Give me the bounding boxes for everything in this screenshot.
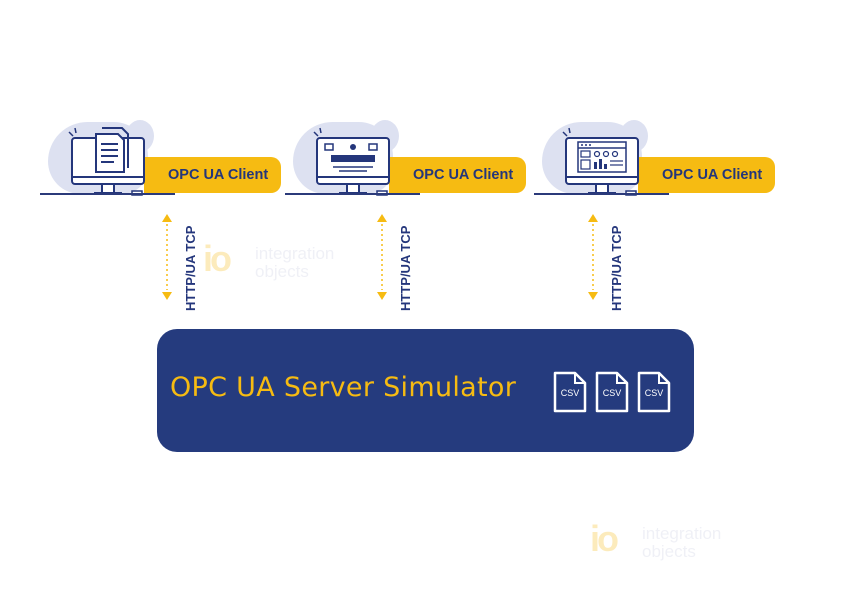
csv-file-icon: CSV bbox=[637, 371, 671, 413]
client-label: OPC UA Client bbox=[413, 167, 514, 183]
watermark-line2: objects bbox=[255, 262, 309, 281]
client-baseline bbox=[534, 193, 669, 195]
opc-ua-client-1: OPC UA Client bbox=[40, 120, 281, 200]
connection-link-2: HTTP/UA TCP bbox=[374, 212, 414, 322]
watermark-center: io integration objects bbox=[203, 238, 383, 288]
opc-ua-server-simulator: OPC UA Server Simulator CSV CSV CSV bbox=[157, 329, 694, 452]
watermark-logo-mark: io bbox=[203, 238, 232, 279]
client-baseline bbox=[285, 193, 420, 195]
watermark-logo-mark: io bbox=[590, 518, 619, 559]
bidirectional-arrow-icon bbox=[377, 214, 387, 300]
client-label-box: OPC UA Client bbox=[144, 157, 281, 193]
protocol-label: HTTP/UA TCP bbox=[609, 225, 624, 311]
dashboard-icon bbox=[562, 127, 639, 196]
bidirectional-arrow-icon bbox=[162, 214, 172, 300]
server-title: OPC UA Server Simulator bbox=[170, 372, 517, 403]
protocol-label: HTTP/UA TCP bbox=[183, 225, 198, 311]
opc-ua-client-2: OPC UA Client bbox=[285, 120, 526, 200]
connection-link-3: HTTP/UA TCP bbox=[585, 212, 625, 322]
csv-file-icon: CSV bbox=[595, 371, 629, 413]
client-label: OPC UA Client bbox=[168, 167, 269, 183]
watermark-bottom: io integration objects bbox=[590, 518, 770, 568]
client-label: OPC UA Client bbox=[662, 167, 763, 183]
csv-file-label: CSV bbox=[560, 388, 580, 398]
bidirectional-arrow-icon bbox=[588, 214, 598, 300]
watermark-line1: integration bbox=[642, 524, 722, 543]
watermark-line1: integration bbox=[255, 244, 335, 263]
document-icon bbox=[68, 127, 145, 196]
client-label-box: OPC UA Client bbox=[638, 157, 775, 193]
csv-file-label: CSV bbox=[602, 388, 622, 398]
csv-file-label: CSV bbox=[644, 388, 664, 398]
client-label-box: OPC UA Client bbox=[389, 157, 526, 193]
watermark-line2: objects bbox=[642, 542, 696, 561]
protocol-label: HTTP/UA TCP bbox=[398, 225, 413, 311]
opc-ua-client-3: OPC UA Client bbox=[534, 120, 775, 200]
csv-file-icon: CSV bbox=[553, 371, 587, 413]
web-page-icon bbox=[313, 127, 390, 196]
connection-link-1: HTTP/UA TCP bbox=[159, 212, 199, 322]
client-baseline bbox=[40, 193, 175, 195]
